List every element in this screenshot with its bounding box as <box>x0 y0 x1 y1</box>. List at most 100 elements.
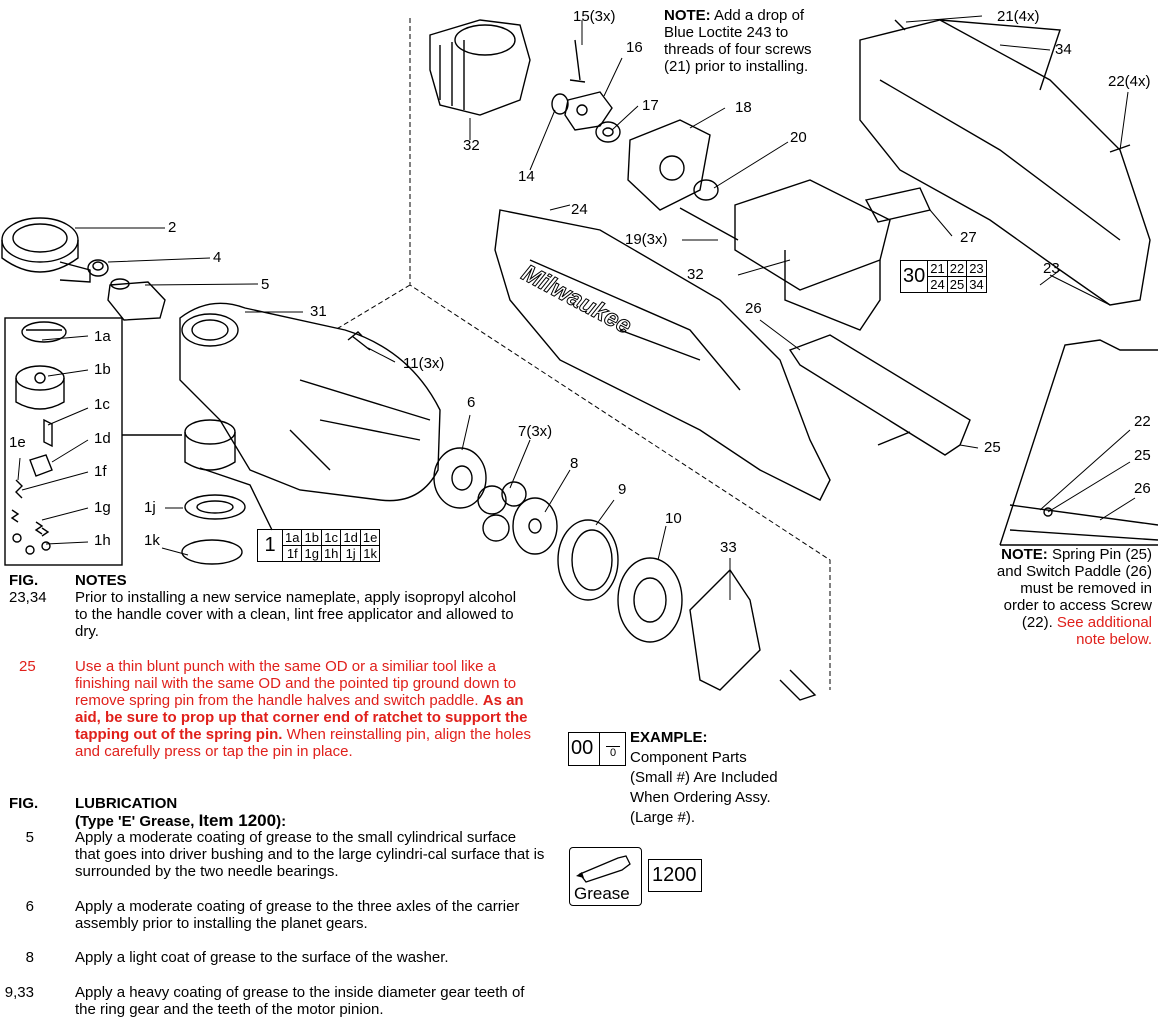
part-2-ratchet-ring <box>1 217 91 283</box>
assembly-frame-lines <box>334 18 831 690</box>
notes-fig-23-34: 23,34 <box>9 589 47 606</box>
callout-7: 7(3x) <box>518 423 553 440</box>
lube-fig-5: 5 <box>25 829 34 846</box>
part-17-bearing <box>595 121 621 143</box>
example-assembly-box: 00 0 <box>568 732 626 766</box>
callout-11: 11(3x) <box>403 355 445 372</box>
lube-text-8: Apply a light coat of grease to the surf… <box>75 949 449 966</box>
callout-2: 2 <box>168 219 177 236</box>
example-title: EXAMPLE: <box>630 729 708 746</box>
loctite-note-line2: Blue Loctite 243 to <box>664 24 789 41</box>
part-1k-retaining-ring <box>181 539 243 565</box>
callout-1e: 1e <box>9 434 26 451</box>
leader-lines <box>17 15 1136 600</box>
grease-item-text: 1200 <box>652 864 697 886</box>
callout-1a: 1a <box>94 328 111 345</box>
grid-cell: 1k <box>359 545 381 562</box>
lube-subtitle-c: ): <box>276 813 287 830</box>
part-10-housing <box>617 557 683 643</box>
spring-pin-note-line3: must be removed in <box>1020 580 1152 597</box>
spring-pin-note: NOTE: Spring Pin (25) and Switch Paddle … <box>997 546 1152 648</box>
part-20-nut <box>693 179 719 201</box>
example-line4: (Large #). <box>630 809 696 826</box>
part-21-screw <box>894 19 906 31</box>
notes-text-nameplate: Prior to installing a new service namepl… <box>75 589 517 640</box>
inset-callout-22: 22 <box>1134 413 1151 430</box>
grid-cell: 34 <box>966 276 987 293</box>
callout-22: 22(4x) <box>1108 73 1151 90</box>
inset-callout-25: 25 <box>1134 447 1151 464</box>
grid-cell: 1g <box>301 545 322 562</box>
part-18-bracket <box>627 119 711 211</box>
milwaukee-logo: Milwaukee <box>517 259 636 339</box>
spring-pin-note-line5a: (22). <box>1021 614 1057 631</box>
part-6-carrier <box>433 447 487 509</box>
part-1g-springs <box>10 509 50 537</box>
callout-1f: 1f <box>94 463 107 480</box>
callout-18: 18 <box>735 99 752 116</box>
notes-fig-header: FIG. <box>9 572 39 589</box>
notes-title: NOTES <box>75 572 127 589</box>
grease-symbol: Grease <box>569 847 642 906</box>
grid-cell: 1h <box>320 545 342 562</box>
part-1j-washer <box>184 494 246 520</box>
callout-9: 9 <box>618 481 627 498</box>
assembly-1-parts-grid: 1 1a 1b 1c 1d 1e 1f 1g 1h 1j 1k <box>257 529 381 562</box>
lube-subtitle-item: Item 1200 <box>198 811 277 830</box>
part-8-washer <box>512 497 558 555</box>
callout-32-motor: 32 <box>463 137 480 154</box>
part-26-switch-paddle <box>788 334 971 456</box>
notes-text-spring-pin-a: Use a thin blunt punch with the same OD … <box>75 658 517 709</box>
callout-4: 4 <box>213 249 222 266</box>
callout-1k: 1k <box>144 532 160 549</box>
callout-15: 15(3x) <box>573 8 616 25</box>
lube-fig-8: 8 <box>25 949 34 966</box>
example-divider <box>599 733 600 765</box>
callout-20: 20 <box>790 129 807 146</box>
notes-text-spring-pin-bold: As an aid, be sure to prop up that corne… <box>75 692 528 743</box>
example-line1: Component Parts <box>630 749 747 766</box>
part-25-spring-pin <box>877 431 911 446</box>
part-1c-pin <box>43 418 53 448</box>
spring-pin-note-label: NOTE: <box>1001 546 1048 563</box>
example-line3: When Ordering Assy. <box>630 789 771 806</box>
callout-23: 23 <box>1043 260 1060 277</box>
grid-cell: 1j <box>340 545 361 562</box>
part-27-switch <box>864 187 931 223</box>
callout-10: 10 <box>665 510 682 527</box>
lube-fig-9-33: 9,33 <box>4 984 34 1001</box>
callout-5: 5 <box>261 276 270 293</box>
spring-pin-note-line2: and Switch Paddle (26) <box>996 563 1152 580</box>
callout-34: 34 <box>1055 41 1072 58</box>
spring-pin-note-line5b: See additional <box>1056 614 1152 631</box>
lube-subtitle: (Type 'E' Grease, Item 1200): <box>75 811 286 831</box>
callout-1b: 1b <box>94 361 111 378</box>
part-1e-spring <box>15 479 23 499</box>
part-19-screw <box>679 207 739 241</box>
example-note: EXAMPLE: Component Parts (Small #) Are I… <box>630 728 778 828</box>
part-11-screw <box>347 331 371 351</box>
grid-cell: 25 <box>946 276 968 293</box>
callout-27: 27 <box>960 229 977 246</box>
notes-text-spring-pin-b: When reinstalling pin, align the holes a… <box>75 726 531 760</box>
lube-text-6: Apply a moderate coating of grease to th… <box>75 898 520 932</box>
part-7-planet-gears <box>477 481 527 542</box>
grid-cell: 21 <box>927 260 948 277</box>
callout-21: 21(4x) <box>997 8 1040 25</box>
callout-8: 8 <box>570 455 579 472</box>
callout-1j: 1j <box>144 499 156 516</box>
callout-32-board: 32 <box>687 266 704 283</box>
loctite-note-line4: (21) prior to installing. <box>664 58 809 75</box>
callout-33: 33 <box>720 539 737 556</box>
subassembly-1-panel <box>4 317 123 566</box>
example-line2: (Small #) Are Included <box>630 769 778 786</box>
notes-text-spring-pin: Use a thin blunt punch with the same OD … <box>75 658 545 760</box>
callout-1h: 1h <box>94 532 111 549</box>
callout-14: 14 <box>518 168 535 185</box>
lube-text-9-33: Apply a heavy coating of grease to the i… <box>75 984 525 1018</box>
grease-tube-icon <box>576 855 631 883</box>
example-big-number: 00 <box>571 737 594 759</box>
part-1d-pawl <box>29 454 53 477</box>
spring-pin-note-line4: order to access Screw <box>1003 597 1152 614</box>
loctite-note-label: NOTE: <box>664 7 711 24</box>
